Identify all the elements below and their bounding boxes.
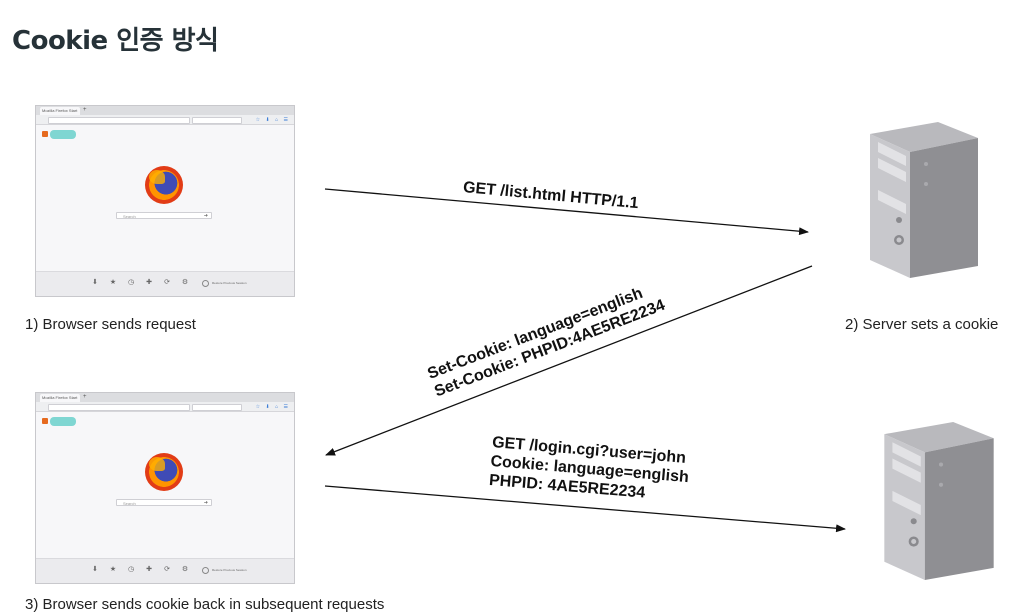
request1-arrow	[324, 188, 809, 236]
downloads-icon: ⬇	[92, 566, 98, 573]
start-search-input: Search ➜	[116, 212, 212, 219]
restore-label: Restore Previous Session	[212, 568, 247, 572]
new-tab-icon: +	[83, 107, 87, 113]
tab-bar: Mozilla Firefox Start Page +	[36, 393, 294, 402]
browser-tab: Mozilla Firefox Start Page	[40, 394, 80, 402]
addons-icon: ✚	[146, 566, 152, 573]
downloads-icon: ⬇	[92, 279, 98, 286]
url-bar	[48, 404, 190, 411]
toolbar-icons: ☆ ⬇ ⌂ ☰	[255, 404, 290, 410]
notification-icon	[42, 418, 48, 424]
search-bar	[192, 404, 242, 411]
request2-arrow	[324, 485, 846, 533]
sync-icon: ⟳	[164, 566, 170, 573]
browser-window-2: Mozilla Firefox Start Page + ☆ ⬇ ⌂ ☰ Sea…	[35, 392, 295, 584]
server-icon	[870, 122, 978, 278]
notification-bubble	[50, 130, 76, 139]
history-icon: ◷	[127, 279, 135, 286]
step1-caption: 1) Browser sends request	[25, 316, 196, 333]
firefox-logo-icon	[145, 166, 183, 204]
search-bar	[192, 117, 242, 124]
nav-bar: ☆ ⬇ ⌂ ☰	[36, 402, 294, 412]
restore-icon	[202, 280, 209, 287]
addons-icon: ✚	[146, 279, 152, 286]
server-icon	[884, 422, 994, 580]
bookmarks-icon: ★	[109, 566, 117, 573]
firefox-logo-icon	[145, 453, 183, 491]
step3-caption: 3) Browser sends cookie back in subseque…	[25, 596, 385, 613]
launcher-bar: ⬇ ★ ◷ ✚ ⟳ ⚙ Restore Previous Session	[36, 558, 294, 583]
browser-window-1: Mozilla Firefox Start Page + ☆ ⬇ ⌂ ☰ Sea…	[35, 105, 295, 297]
start-search-input: Search ➜	[116, 499, 212, 506]
search-go-icon: ➜	[203, 500, 208, 506]
options-icon: ⚙	[181, 279, 189, 286]
search-placeholder: Search	[123, 501, 136, 506]
options-icon: ⚙	[181, 566, 189, 573]
launcher-bar: ⬇ ★ ◷ ✚ ⟳ ⚙ Restore Previous Session	[36, 271, 294, 296]
browser-tab: Mozilla Firefox Start Page	[40, 107, 80, 115]
restore-label: Restore Previous Session	[212, 281, 247, 285]
toolbar-icons: ☆ ⬇ ⌂ ☰	[255, 117, 290, 123]
nav-bar: ☆ ⬇ ⌂ ☰	[36, 115, 294, 125]
url-bar	[48, 117, 190, 124]
notification-bubble	[50, 417, 76, 426]
restore-icon	[202, 567, 209, 574]
search-go-icon: ➜	[203, 213, 208, 219]
sync-icon: ⟳	[164, 279, 170, 286]
page-title: Cookie 인증 방식	[12, 26, 219, 56]
notification-icon	[42, 131, 48, 137]
search-placeholder: Search	[123, 214, 136, 219]
tab-bar: Mozilla Firefox Start Page +	[36, 106, 294, 115]
new-tab-icon: +	[83, 394, 87, 400]
history-icon: ◷	[127, 566, 135, 573]
response-arrow	[325, 265, 813, 456]
step2-caption: 2) Server sets a cookie	[845, 316, 999, 333]
bookmarks-icon: ★	[109, 279, 117, 286]
